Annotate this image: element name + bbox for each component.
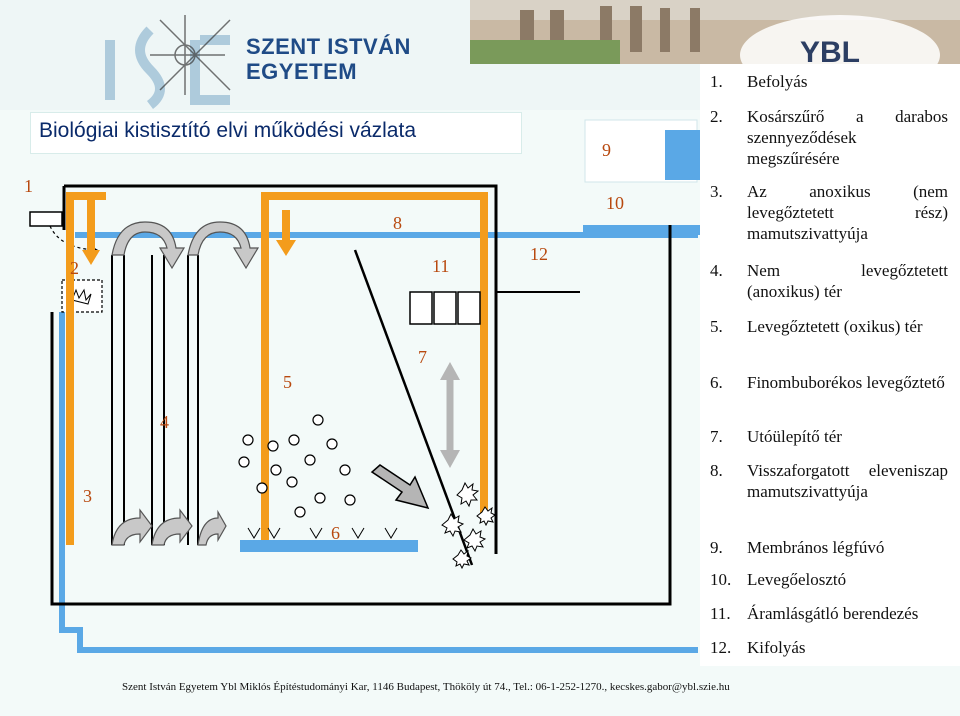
legend-panel: 1.Befolyás 2.Kosárszűrő a darabos szenny… — [700, 64, 960, 666]
legend-item: 5.Levegőztetett (oxikus) tér — [710, 317, 923, 336]
legend-item: 3.Az anoxikus (nem levegőztetett rész) m… — [710, 182, 948, 243]
label-7: 7 — [418, 347, 427, 367]
settling-wall — [353, 249, 474, 566]
label-4: 4 — [160, 412, 169, 432]
ybl-logo-text: YBL — [800, 36, 860, 69]
university-logo — [105, 26, 230, 109]
legend-item: 8.Visszaforgatott eleveniszap mamutsziva… — [710, 461, 948, 501]
flow-baffle — [409, 291, 433, 325]
footer-text: Szent István Egyetem Ybl Miklós Építéstu… — [122, 681, 730, 693]
label-3: 3 — [83, 486, 92, 506]
return-sludge-pipe — [261, 192, 488, 545]
legend-item: 6.Finombuborékos levegőztető — [710, 373, 945, 392]
treatment-diagram — [29, 119, 700, 653]
label-5: 5 — [283, 372, 292, 392]
legend-item: 9.Membrános légfúvó — [710, 538, 885, 557]
air-distributor — [583, 225, 700, 235]
page-title: Biológiai kistisztító elvi működési vázl… — [39, 119, 416, 142]
inlet-pipe — [29, 211, 63, 227]
label-10: 10 — [606, 193, 624, 213]
fine-bubble-aerator — [240, 540, 418, 552]
legend-item: 1.Befolyás — [710, 72, 808, 91]
label-6: 6 — [331, 523, 340, 543]
legend-item: 10.Levegőelosztó — [710, 570, 847, 589]
label-8: 8 — [393, 213, 402, 233]
legend-item: 2.Kosárszűrő a darabos szennyeződések me… — [710, 107, 948, 168]
air-pipe — [59, 312, 698, 653]
label-1: 1 — [24, 176, 33, 196]
label-9: 9 — [602, 140, 611, 160]
legend-item: 7.Utóülepítő tér — [710, 427, 842, 446]
legend-item: 11.Áramlásgátló berendezés — [710, 604, 919, 623]
tank-outline — [50, 184, 672, 606]
title-box: Biológiai kistisztító elvi működési vázl… — [30, 112, 522, 154]
legend-item: 4.Nem levegőztetett (anoxikus) tér — [710, 261, 948, 301]
air-bubbles — [238, 414, 356, 518]
legend-item: 12.Kifolyás — [710, 638, 806, 657]
label-2: 2 — [70, 258, 79, 278]
label-12: 12 — [530, 244, 548, 264]
label-11: 11 — [432, 256, 450, 276]
university-name: SZENT ISTVÁN EGYETEM — [246, 34, 411, 84]
